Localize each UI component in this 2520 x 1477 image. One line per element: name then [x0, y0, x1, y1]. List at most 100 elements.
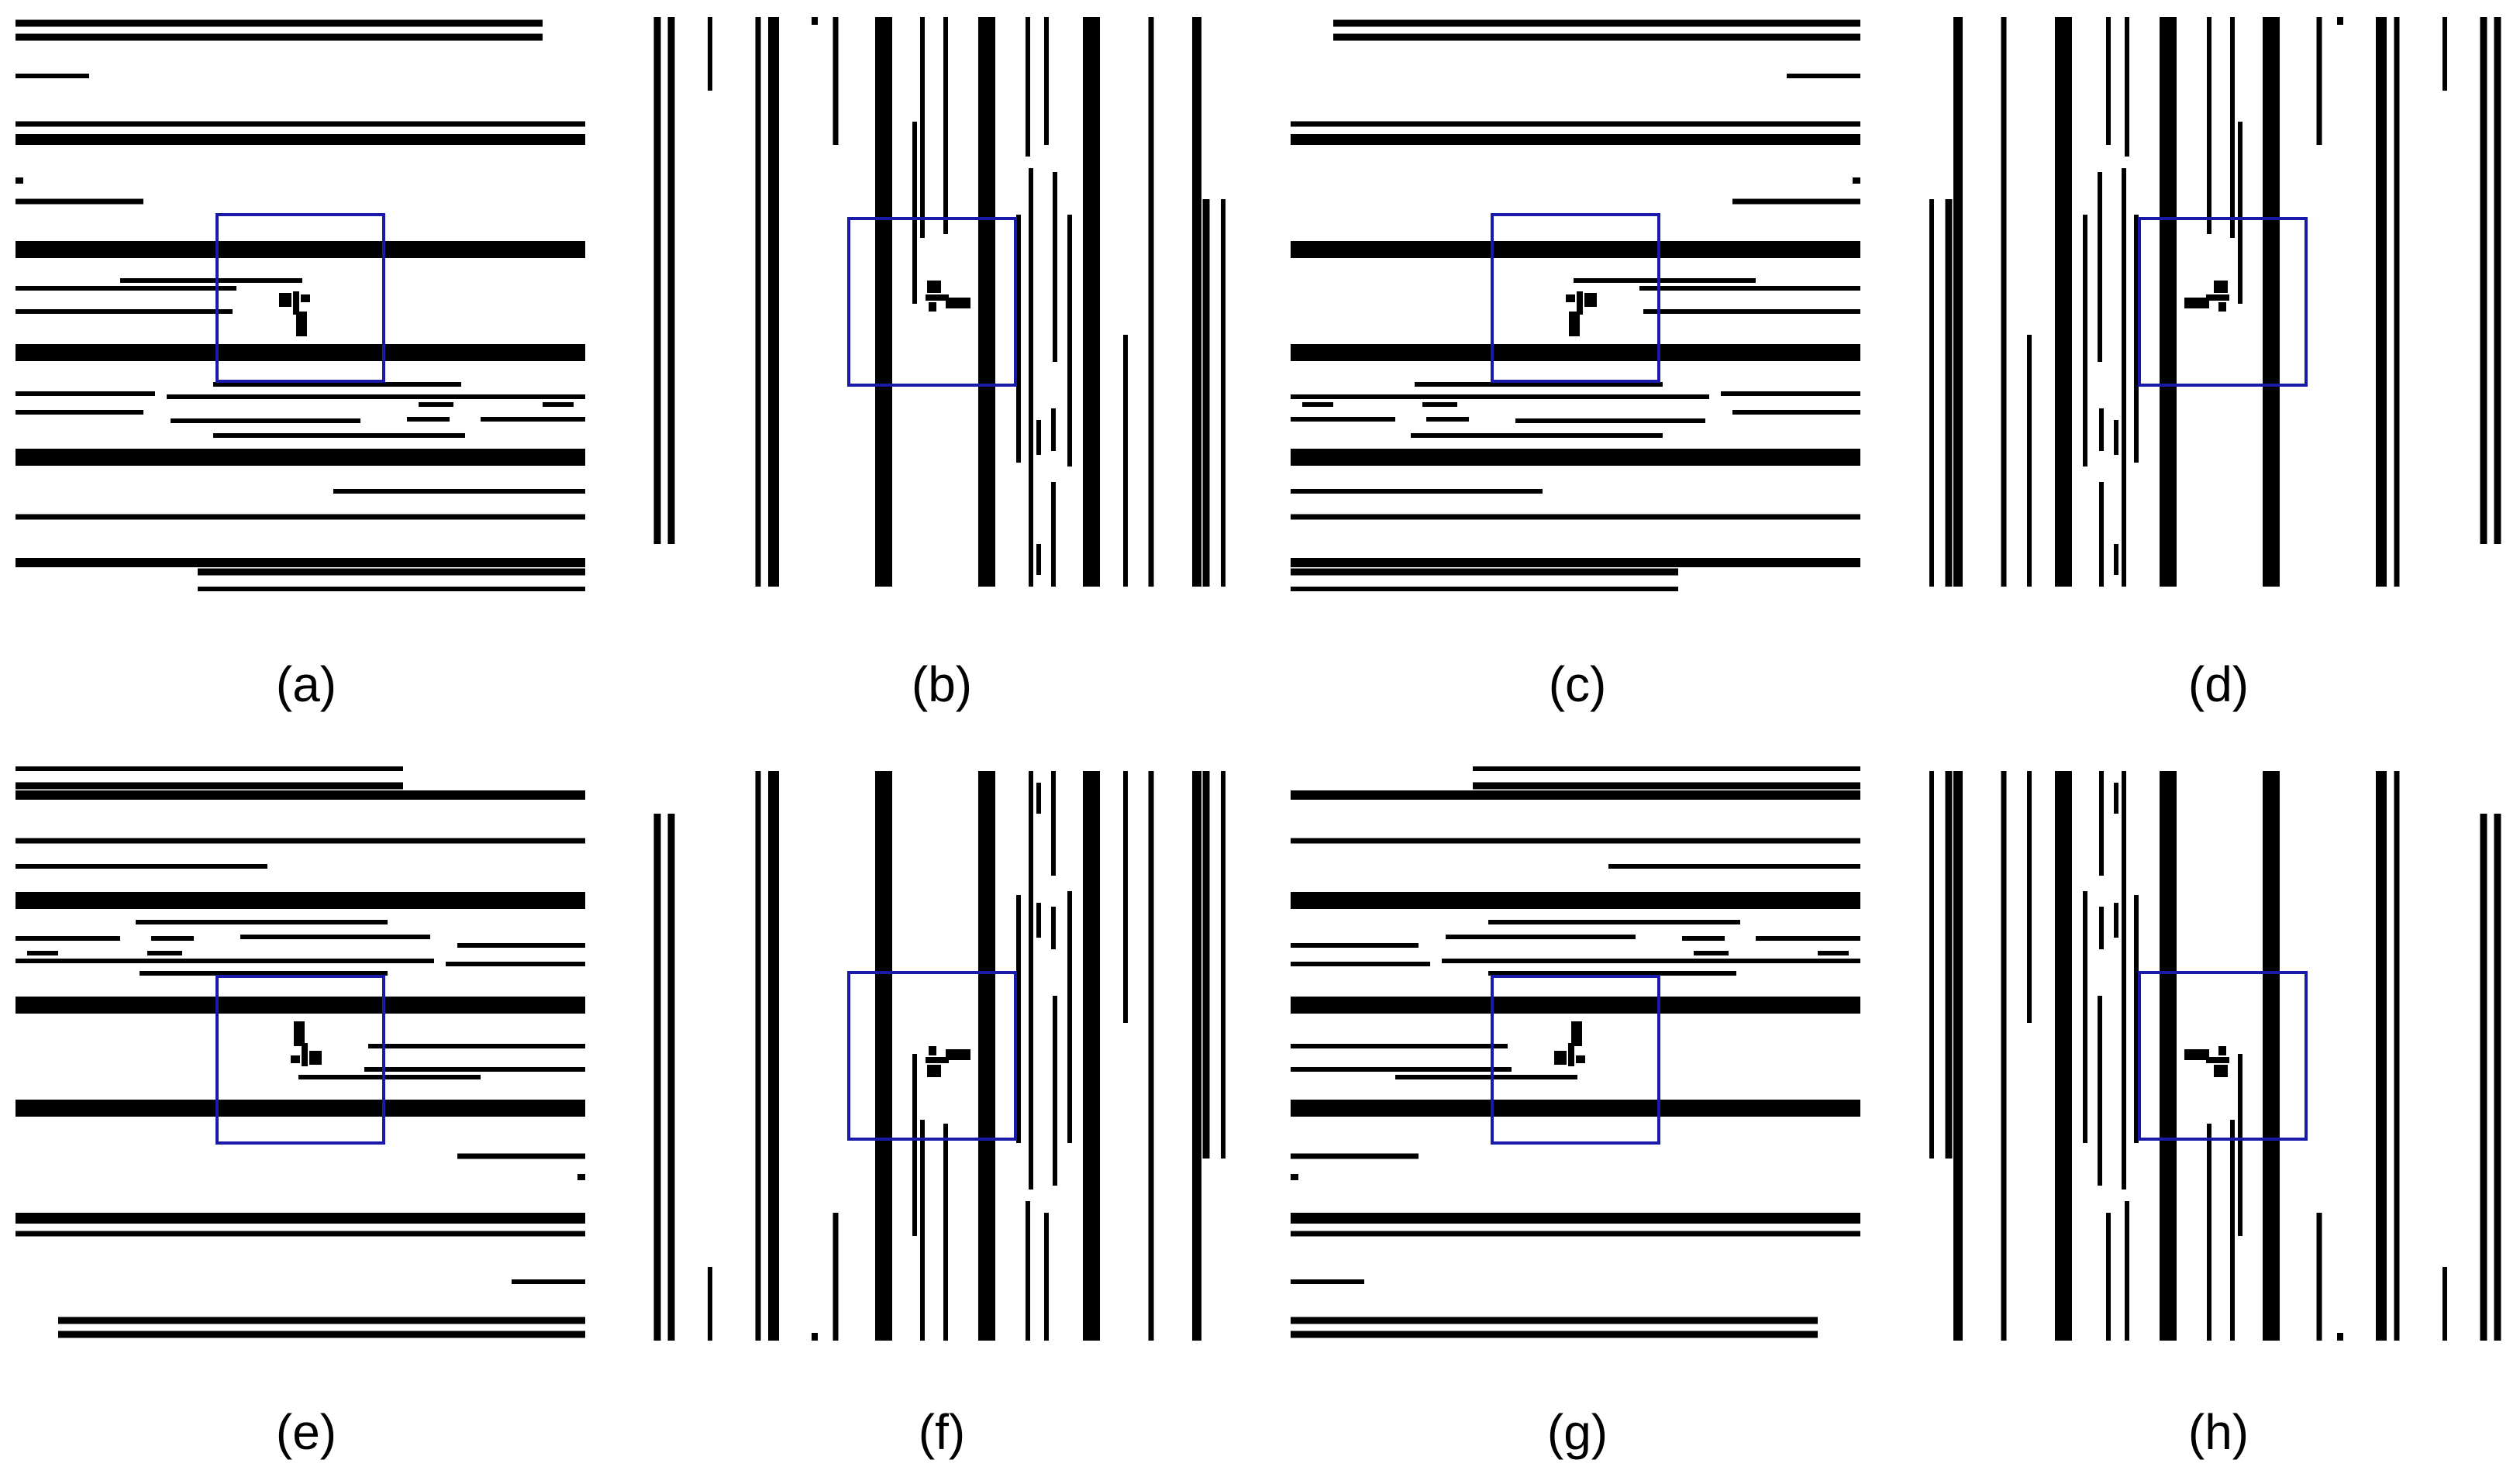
- wire-segment: [1291, 1153, 1419, 1159]
- wire-segment: [2442, 17, 2447, 91]
- wire-segment: [16, 1231, 585, 1237]
- wire-segment: [16, 766, 403, 771]
- wire-segment: [457, 943, 585, 948]
- wire-segment: [1026, 1201, 1030, 1341]
- wire-segment: [1016, 215, 1021, 463]
- wire-segment: [1083, 771, 1100, 1341]
- wire-segment: [16, 177, 23, 184]
- wire-segment: [1221, 199, 1226, 587]
- wire-segment: [2099, 907, 2104, 949]
- wire-segment: [755, 771, 761, 1341]
- wire-segment: [2055, 771, 2072, 1341]
- wire-segment: [240, 935, 430, 939]
- wire-segment: [2376, 17, 2387, 587]
- wire-segment: [1148, 771, 1154, 1341]
- panel-a: [16, 19, 585, 591]
- wire-segment: [2099, 771, 2104, 876]
- highlight-box: [1491, 975, 1660, 1145]
- wire-segment: [198, 587, 585, 591]
- wire-segment: [920, 1120, 925, 1341]
- wire-segment: [2316, 1213, 2322, 1341]
- highlight-box: [215, 975, 385, 1145]
- wire-segment: [1291, 790, 1860, 800]
- panel-e: [16, 766, 585, 1338]
- via-block: [296, 312, 307, 336]
- wire-segment: [1051, 907, 1056, 949]
- wire-segment: [1291, 1331, 1818, 1338]
- wire-segment: [1333, 19, 1860, 27]
- wire-segment: [1395, 1075, 1577, 1079]
- wire-segment: [2480, 17, 2487, 544]
- panel-caption-e: (e): [276, 1404, 336, 1460]
- wire-segment: [1036, 420, 1041, 455]
- via-block: [2184, 298, 2209, 308]
- wire-segment: [2263, 771, 2280, 1341]
- wire-segment: [2055, 17, 2072, 587]
- via-block: [279, 293, 291, 307]
- wire-segment: [1291, 892, 1860, 909]
- wire-segment: [2083, 891, 2087, 1143]
- wire-segment: [653, 814, 661, 1341]
- wire-segment: [1291, 568, 1678, 576]
- wire-segment: [1291, 1174, 1298, 1180]
- wire-segment: [419, 402, 453, 407]
- panel-g: [1291, 766, 1860, 1338]
- wire-segment: [812, 1333, 818, 1341]
- wire-segment: [1016, 895, 1021, 1143]
- wire-segment: [1426, 417, 1469, 422]
- via-block: [293, 291, 299, 315]
- panel-f: [653, 771, 1226, 1341]
- wire-segment: [16, 391, 155, 396]
- wire-segment: [16, 241, 585, 258]
- panels-layer: [16, 17, 2501, 1341]
- wire-segment: [755, 17, 761, 587]
- wire-segment: [2316, 17, 2322, 145]
- wire-segment: [1446, 935, 1636, 939]
- wire-segment: [1029, 168, 1033, 587]
- wire-segment: [812, 17, 818, 25]
- via-block: [946, 1049, 970, 1060]
- via-block: [1571, 1021, 1582, 1046]
- wire-segment: [2114, 420, 2118, 455]
- wire-segment: [2230, 1120, 2235, 1341]
- wire-segment: [1411, 433, 1663, 438]
- via-block: [927, 1065, 941, 1077]
- wire-segment: [1291, 121, 1860, 127]
- wire-segment: [1694, 951, 1729, 955]
- wire-segment: [58, 1317, 585, 1324]
- wire-segment: [1422, 402, 1457, 407]
- wire-segment: [1291, 489, 1543, 494]
- wire-segment: [1302, 402, 1333, 407]
- wire-segment: [16, 344, 585, 361]
- wire-segment: [708, 17, 712, 91]
- wire-segment: [1333, 33, 1860, 41]
- wire-segment: [1473, 782, 1860, 790]
- wire-segment: [2001, 17, 2007, 587]
- wire-segment: [875, 771, 892, 1341]
- wire-segment: [1574, 278, 1756, 283]
- wire-segment: [1291, 241, 1860, 258]
- via-block: [926, 294, 949, 301]
- wire-segment: [1853, 177, 1860, 184]
- wire-segment: [1291, 1213, 1860, 1224]
- wire-segment: [1148, 17, 1154, 587]
- panel-d: [1929, 17, 2501, 587]
- wire-segment: [16, 74, 89, 78]
- wire-segment: [1291, 943, 1419, 948]
- wire-segment: [1291, 1044, 1508, 1048]
- wire-segment: [213, 433, 465, 438]
- via-block: [309, 1051, 322, 1065]
- wire-segment: [1291, 558, 1860, 567]
- wire-segment: [1291, 514, 1860, 520]
- via-block: [927, 281, 941, 293]
- wire-segment: [147, 951, 182, 955]
- wire-segment: [481, 417, 585, 422]
- wire-segment: [943, 17, 948, 234]
- wire-segment: [1945, 771, 1953, 1159]
- wire-segment: [2160, 771, 2177, 1341]
- wire-segment: [2238, 122, 2242, 304]
- wire-segment: [543, 402, 574, 407]
- panel-caption-g: (g): [1547, 1404, 1608, 1460]
- captions-layer: (a) (b) (c) (d) (e) (f) (g) (h): [276, 656, 2249, 1460]
